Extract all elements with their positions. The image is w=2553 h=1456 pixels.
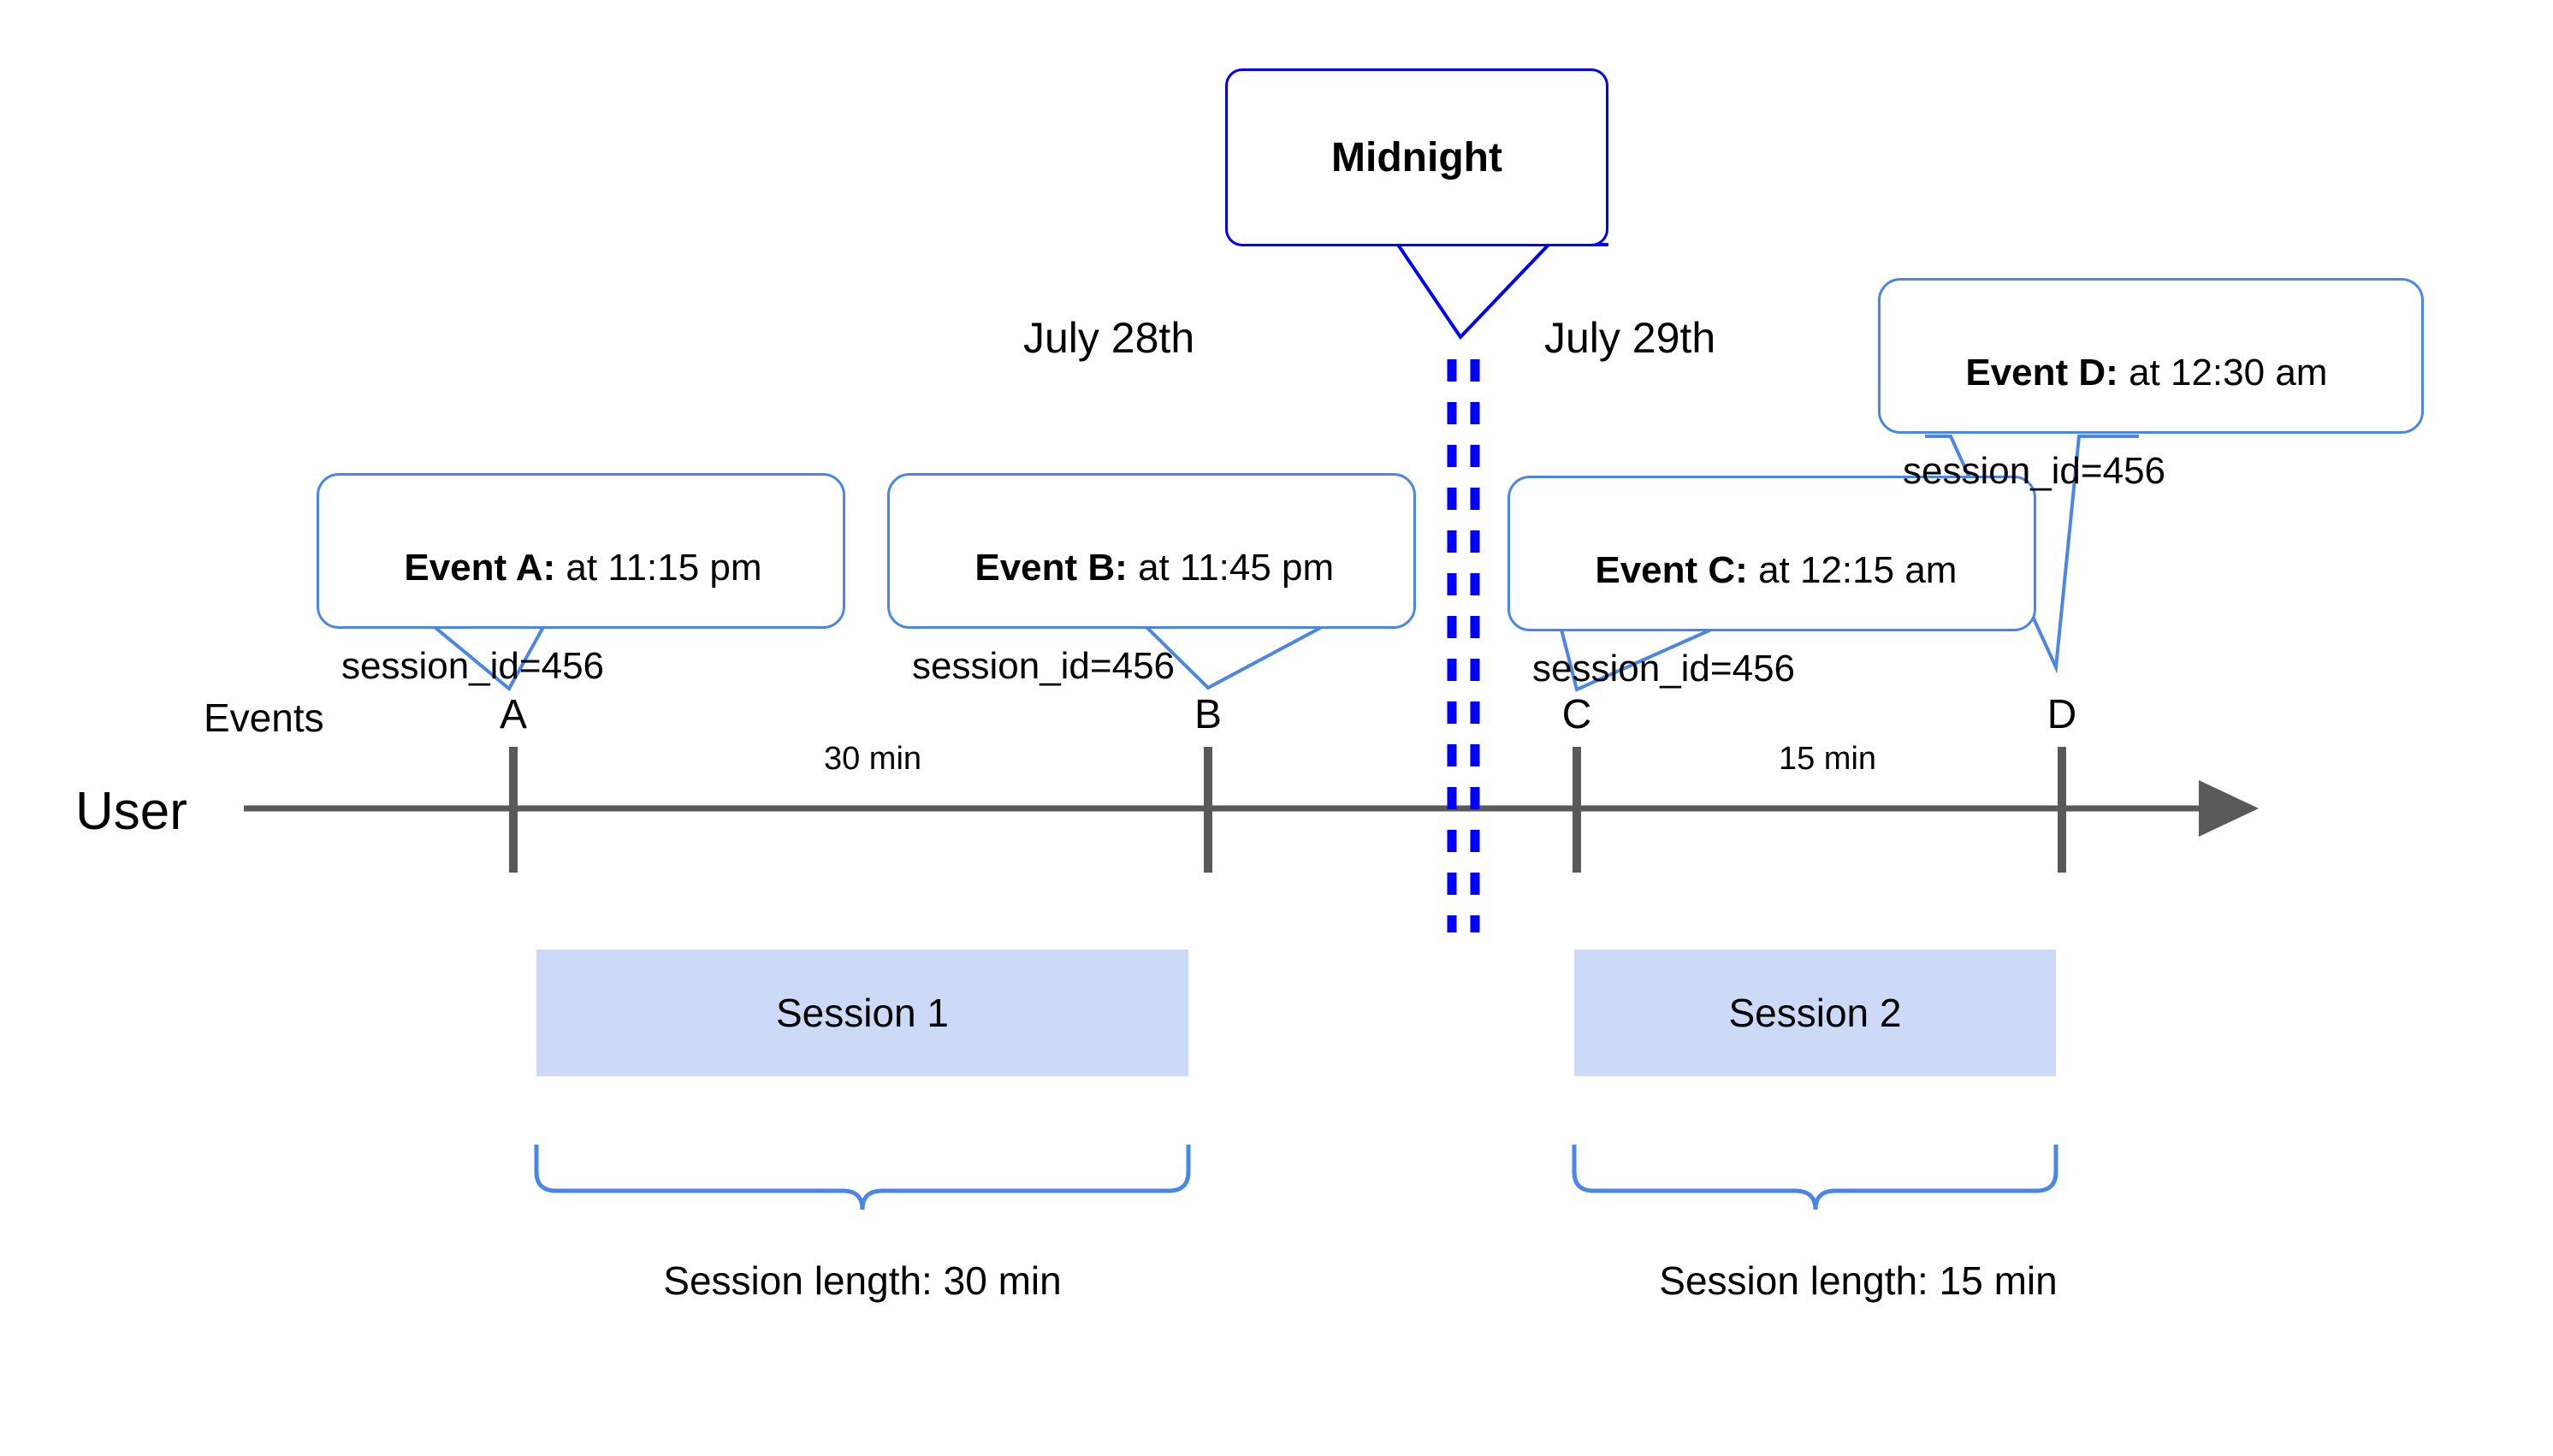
- session-2-brace: [1572, 1145, 2058, 1210]
- midnight-callout-label: Midnight: [1331, 134, 1502, 181]
- event-a-detail: at 11:15 pm: [555, 547, 762, 589]
- event-b-detail: at 11:45 pm: [1127, 547, 1335, 589]
- event-tick-marks: [509, 747, 2066, 873]
- event-point-letter-a: A: [499, 692, 527, 737]
- event-b-callout: Event B: at 11:45 pm session_id=456: [887, 473, 1416, 687]
- event-point-letter-c: C: [1561, 692, 1592, 737]
- event-b-title: Event B:: [974, 547, 1128, 589]
- event-d-callout-line-2: session_id=456: [1903, 449, 2166, 492]
- event-d-callout: Event D: at 12:30 am session_id=456: [1878, 278, 2424, 492]
- events-row-label: Events: [204, 695, 324, 740]
- session-1-brace: [534, 1145, 1191, 1210]
- session-block-2: Session 2: [1574, 950, 2056, 1076]
- date-label-july-28: July 28th: [1023, 314, 1195, 362]
- midnight-dashed-lines: [1447, 359, 1480, 932]
- event-a-callout-line-1: Event A: at 11:15 pm: [341, 494, 820, 642]
- event-c-detail: at 12:15 am: [1747, 549, 1958, 592]
- event-d-title: Event D:: [1965, 352, 2118, 394]
- event-a-callout-line-2: session_id=456: [341, 644, 605, 687]
- user-row-label: User: [75, 782, 187, 841]
- timeline-axis: [244, 780, 2259, 837]
- event-d-detail: at 12:30 am: [2118, 352, 2328, 394]
- event-d-callout-line-1: Event D: at 12:30 am: [1903, 299, 2399, 447]
- gap-label-c-to-d: 15 min: [1778, 741, 1877, 777]
- gap-label-a-to-b: 30 min: [823, 741, 922, 777]
- axis-arrowhead: [2199, 780, 2259, 837]
- event-point-letter-d: D: [2047, 692, 2077, 737]
- session-block-1-label: Session 1: [775, 991, 949, 1035]
- session-block-1: Session 1: [536, 950, 1188, 1076]
- session-block-2-label: Session 2: [1728, 991, 1902, 1035]
- event-c-callout: Event C: at 12:15 am session_id=456: [1508, 476, 2036, 690]
- event-c-title: Event C:: [1595, 549, 1748, 592]
- event-a-callout: Event A: at 11:15 pm session_id=456: [317, 473, 845, 687]
- date-label-july-29: July 29th: [1544, 314, 1716, 362]
- midnight-callout: Midnight: [1225, 68, 1608, 246]
- event-b-callout-line-2: session_id=456: [912, 644, 1176, 687]
- event-c-callout-line-1: Event C: at 12:15 am: [1532, 497, 2011, 644]
- session-1-length-caption: Session length: 30 min: [663, 1258, 1062, 1303]
- event-b-callout-line-1: Event B: at 11:45 pm: [912, 494, 1391, 642]
- event-a-title: Event A:: [404, 547, 556, 589]
- session-2-length-caption: Session length: 15 min: [1659, 1258, 2058, 1303]
- event-point-letter-b: B: [1194, 692, 1222, 737]
- event-c-callout-line-2: session_id=456: [1532, 647, 1796, 690]
- event-d-callout-tail: [1925, 435, 2139, 674]
